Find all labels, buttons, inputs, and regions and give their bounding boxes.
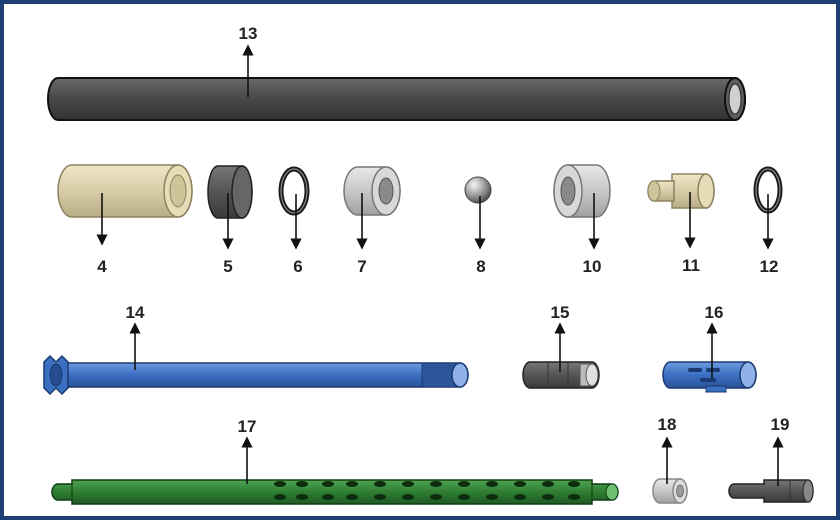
part-19-dark-plug [728,479,814,503]
callout-17: 17 [238,417,257,484]
callout-19: 19 [771,415,790,486]
part-5-dark-ring [207,165,253,219]
part-14-blue-tube [43,354,469,396]
label-12: 12 [760,257,779,276]
label-5: 5 [223,257,232,276]
callout-12: 12 [760,194,779,276]
part-16-blue-slotted-sleeve [662,361,757,393]
part-6-o-ring [278,166,310,216]
part-8-ball [464,176,492,204]
label-10: 10 [583,257,602,276]
perforation-holes [274,481,580,500]
callout-5: 5 [222,193,234,276]
label-6: 6 [293,257,302,276]
callout-16: 16 [705,303,724,378]
callout-14: 14 [126,303,145,370]
label-18: 18 [658,415,677,434]
label-19: 19 [771,415,790,434]
part-10-light-bushing [553,164,611,218]
label-11: 11 [682,256,700,275]
part-11-stepped-fitting [647,173,715,209]
label-14: 14 [126,303,145,322]
callout-7: 7 [356,193,368,276]
part-7-light-bushing [343,166,401,216]
part-4-beige-sleeve [57,164,193,218]
callout-13: 13 [239,24,258,97]
label-4: 4 [97,257,107,276]
part-13-outer-tube [47,77,746,121]
part-15-dark-sleeve [522,361,600,389]
part-17-green-perforated-tube [51,479,619,505]
label-16: 16 [705,303,724,322]
callout-8: 8 [474,196,486,276]
callout-11: 11 [682,192,700,275]
part-18-small-bushing [652,478,688,504]
callout-6: 6 [290,194,303,276]
label-7: 7 [357,257,366,276]
callout-4: 4 [96,193,108,276]
label-8: 8 [476,257,485,276]
callout-15: 15 [551,303,570,372]
label-15: 15 [551,303,570,322]
callout-10: 10 [583,193,602,276]
callout-18: 18 [658,415,677,484]
label-13: 13 [239,24,258,43]
label-17: 17 [238,417,257,436]
